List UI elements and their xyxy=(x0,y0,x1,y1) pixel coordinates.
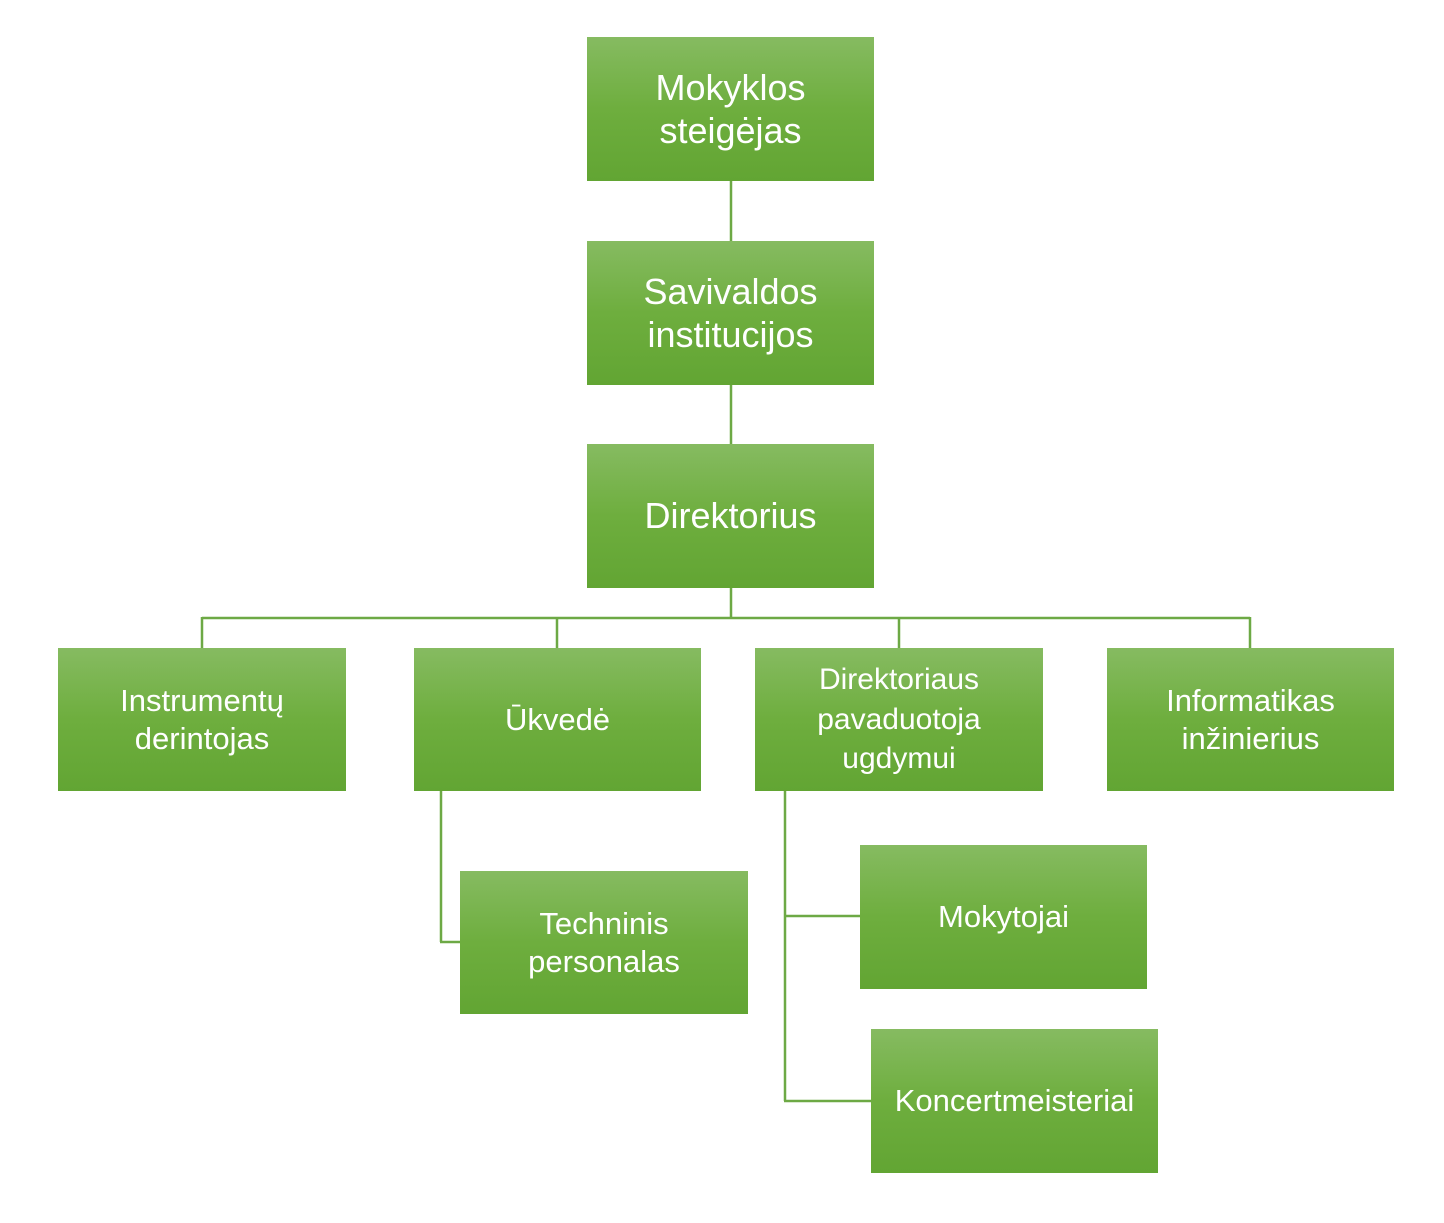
node-koncertmeisteriai: Koncertmeisteriai xyxy=(871,1029,1158,1173)
node-direktoriaus-pavaduotoja: Direktoriaus pavaduotoja ugdymui xyxy=(755,648,1043,791)
node-direktorius: Direktorius xyxy=(587,444,874,588)
node-savivaldos-institucijos: Savivaldos institucijos xyxy=(587,241,874,385)
node-mokyklos-steigejas: Mokyklos steigėjas xyxy=(587,37,874,181)
node-mokytojai: Mokytojai xyxy=(860,845,1147,989)
node-instrumentu-derintojas: Instrumentų derintojas xyxy=(58,648,346,791)
node-techninis-personalas: Techninis personalas xyxy=(460,871,748,1014)
node-informatikas-inzinierius: Informatikas inžinierius xyxy=(1107,648,1394,791)
node-ukvede: Ūkvedė xyxy=(414,648,701,791)
